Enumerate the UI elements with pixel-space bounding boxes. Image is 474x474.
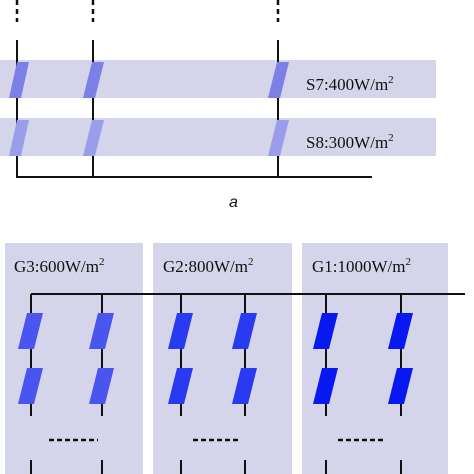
group-label-g1: G1:1000W/m2 bbox=[312, 256, 411, 276]
pv-module bbox=[268, 62, 289, 98]
group-box-g3 bbox=[5, 243, 143, 474]
pv-module bbox=[268, 120, 289, 156]
pv-module bbox=[89, 313, 114, 349]
string-band-s7 bbox=[0, 60, 436, 98]
pv-module bbox=[9, 120, 29, 156]
string-band-s8 bbox=[0, 118, 436, 156]
string-label-s8: S8:300W/m2 bbox=[306, 132, 394, 152]
string-label-s7: S7:400W/m2 bbox=[306, 74, 394, 94]
pv-module bbox=[9, 62, 29, 98]
group-label-g3: G3:600W/m2 bbox=[14, 256, 105, 276]
panel-caption-a: a bbox=[229, 194, 238, 211]
pv-module bbox=[232, 368, 257, 404]
group-label-g2: G2:800W/m2 bbox=[163, 256, 254, 276]
group-box-g2 bbox=[153, 243, 292, 474]
pv-module bbox=[18, 368, 43, 404]
panel-a: S7:400W/m2 S8:300W/m2 a bbox=[0, 0, 436, 211]
pv-module bbox=[168, 368, 193, 404]
pv-module bbox=[168, 313, 193, 349]
pv-module bbox=[232, 313, 257, 349]
pv-module bbox=[388, 368, 413, 404]
pv-module bbox=[83, 120, 104, 156]
pv-module bbox=[313, 368, 338, 404]
pv-module bbox=[83, 62, 104, 98]
pv-module bbox=[388, 313, 413, 349]
pv-module bbox=[313, 313, 338, 349]
panel-b: G3:600W/m2 G2:800W/m2 G1:1000W/m2 bbox=[5, 243, 465, 474]
pv-module bbox=[89, 368, 114, 404]
pv-module bbox=[18, 313, 43, 349]
